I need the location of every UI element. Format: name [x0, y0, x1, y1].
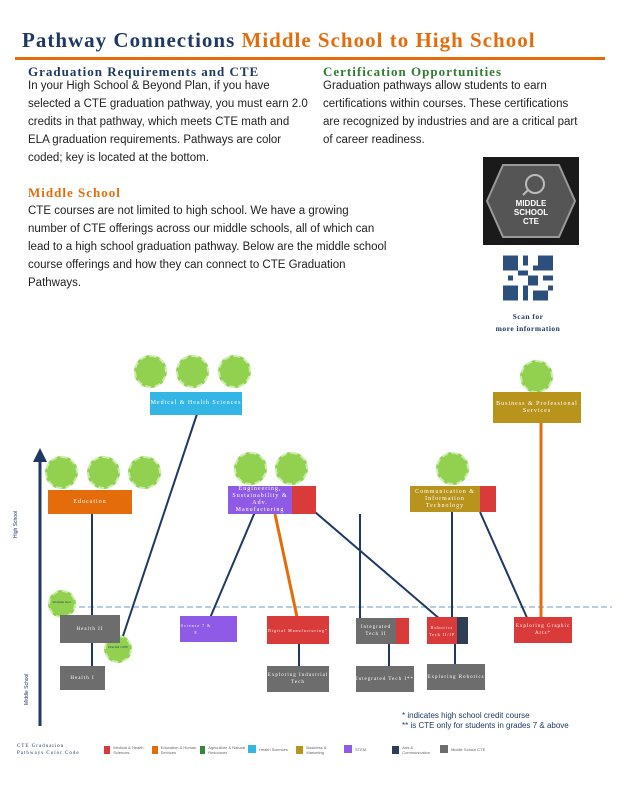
- hs-box-business[interactable]: Business & Professional Services: [493, 392, 581, 423]
- footnotes: * indicates high school credit course **…: [402, 711, 569, 731]
- certification-tree-icon: [134, 355, 167, 388]
- middle-text: CTE courses are not limited to high scho…: [28, 205, 387, 289]
- legend-item: Education & Human Services: [152, 745, 198, 755]
- qr-code-icon: [503, 255, 553, 301]
- title-part-2: Middle School to High School: [241, 28, 536, 52]
- legend-title-1: CTE Graduation: [17, 744, 65, 749]
- hs-box-education[interactable]: Education: [48, 490, 132, 514]
- legend-swatch: [200, 746, 206, 754]
- ms-box-digital-mfg[interactable]: Digital Manufacturing*: [267, 616, 329, 644]
- qr-code[interactable]: [503, 255, 553, 301]
- ms-box-exploring-robotics[interactable]: Exploring Robotics: [427, 664, 485, 690]
- legend-label: Agriculture & Natural Resources: [208, 745, 246, 755]
- legend-label: Arts & Communication: [402, 745, 430, 755]
- ms-box-intech-1[interactable]: Integrated Tech I**: [356, 666, 414, 692]
- ms-box-robotics[interactable]: Robotics Tech II/IP: [427, 617, 457, 644]
- badge-label: MIDDLE SCHOOL CTE: [483, 199, 579, 226]
- legend-label: Middle School CTE: [451, 746, 486, 752]
- ms-box-health-1[interactable]: Health I: [60, 666, 105, 690]
- legend-item: Middle School CTE: [440, 745, 486, 753]
- cert-heading: Certification Opportunities: [323, 64, 503, 79]
- legend-label: Health Sciences: [259, 746, 288, 752]
- footnote-2: ** is CTE only for students in grades 7 …: [402, 721, 569, 730]
- ms-box-industrial[interactable]: Exploring Industrial Tech: [267, 666, 329, 692]
- legend-swatch: [152, 746, 158, 754]
- legend-item: Health Sciences: [248, 745, 294, 753]
- ms-box-science[interactable]: Science 7 & 8: [180, 616, 212, 642]
- hs-box-medical[interactable]: Medical & Health Sciences: [150, 392, 242, 415]
- legend-item: Medical & Health Sciences: [104, 745, 150, 755]
- title-part-1: Pathway Connections: [22, 28, 242, 52]
- legend-title: CTE Graduation Pathways Color Code: [17, 743, 80, 757]
- legend-swatch: [344, 745, 352, 753]
- ms-box-intech-2[interactable]: Integrated Tech II: [356, 618, 396, 644]
- legend-item: Agriculture & Natural Resources: [200, 745, 246, 755]
- badge-hexagon-icon: [485, 164, 577, 238]
- axis-label-middle: Middle School: [24, 673, 30, 705]
- title-rule: [15, 57, 605, 60]
- legend-item: STEM: [344, 745, 390, 753]
- legend-label: STEM: [355, 746, 367, 752]
- middle-heading: Middle School: [28, 185, 121, 200]
- legend-swatch: [392, 746, 400, 754]
- certification-tree-icon: [275, 452, 308, 485]
- legend-label: Medical & Health Sciences: [113, 745, 144, 755]
- legend-label: Business & Marketing: [306, 745, 327, 755]
- certification-tree-icon: [45, 456, 78, 489]
- certification-tree-icon: [128, 456, 161, 489]
- legend-swatch: [248, 745, 256, 753]
- scan-caption: Scan for more information: [478, 311, 578, 335]
- legend-swatch: [440, 745, 448, 753]
- legend-item: Arts & Communication: [392, 745, 438, 755]
- badge-line-1: MIDDLE: [515, 199, 547, 208]
- badge-line-2: SCHOOL: [513, 208, 549, 217]
- certification-tree-icon: [176, 355, 209, 388]
- legend-swatch: [104, 746, 111, 754]
- middle-school-cte-badge: MIDDLE SCHOOL CTE: [483, 157, 579, 245]
- legend-label: Education & Human Services: [160, 745, 197, 755]
- scan-line-2: more information: [495, 324, 561, 333]
- page-title: Pathway Connections Middle School to Hig…: [22, 28, 536, 53]
- footnote-1: * indicates high school credit course: [402, 711, 530, 720]
- grad-text: In your High School & Beyond Plan, if yo…: [28, 80, 308, 164]
- legend-item: Business & Marketing: [296, 745, 342, 755]
- tree-label-2: First Aid / CPR: [108, 645, 128, 649]
- tree-label-1: Worksite Cert.: [52, 600, 72, 604]
- certification-tree-icon: [234, 452, 267, 485]
- grad-heading: Graduation Requirements and CTE: [28, 64, 260, 79]
- certification-tree-icon: [218, 355, 251, 388]
- badge-line-3: CTE: [523, 217, 539, 226]
- ms-box-health-2[interactable]: Health II: [60, 615, 120, 643]
- axis-arrow-icon: [33, 448, 47, 462]
- certification-tree-icon: [48, 590, 76, 618]
- certification-tree-icon: [520, 360, 553, 393]
- legend-swatch: [296, 746, 304, 754]
- legend-title-2: Pathways Color Code: [17, 751, 80, 756]
- axis-label-high: High School: [13, 511, 19, 538]
- certification-tree-icon: [87, 456, 120, 489]
- cert-text: Graduation pathways allow students to ea…: [323, 80, 578, 146]
- scan-line-1: Scan for: [512, 312, 544, 321]
- ms-box-graphic-arts[interactable]: Exploring Graphic Arts*: [514, 617, 572, 643]
- hs-box-engineering[interactable]: Engineering, Sustainability & Adv. Manuf…: [228, 486, 292, 514]
- hs-box-comm[interactable]: Communication & Information Technology: [410, 486, 480, 512]
- certification-tree-icon: [436, 452, 469, 485]
